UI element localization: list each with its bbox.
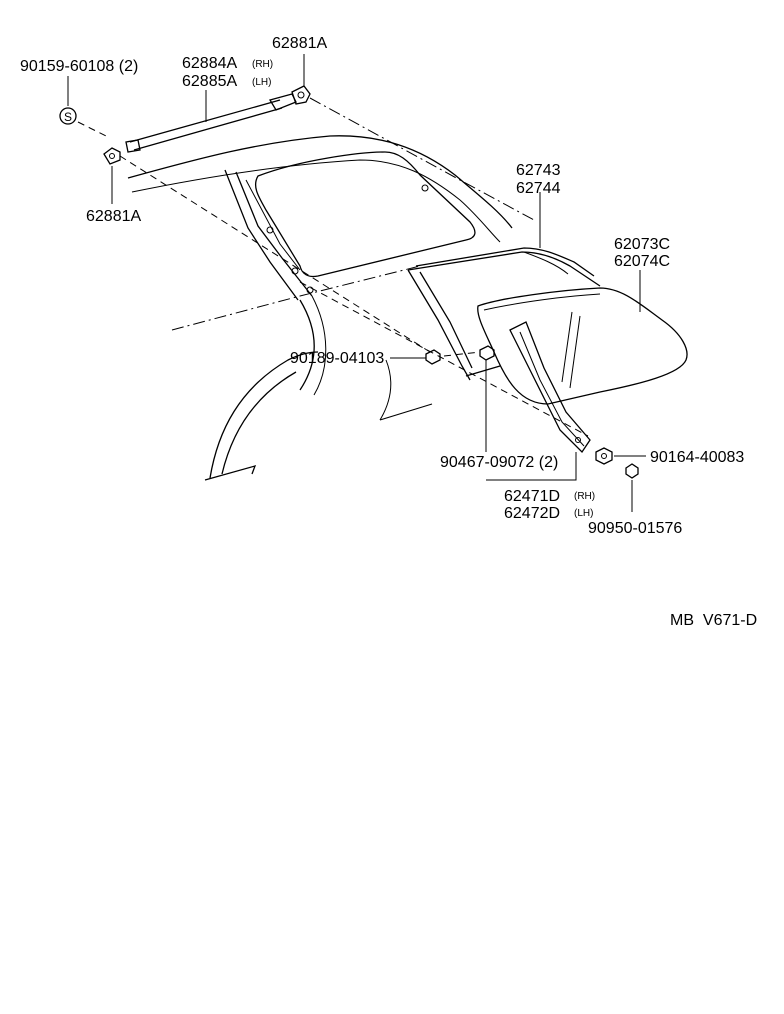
ball-stud-left — [103, 147, 121, 165]
label-62884a: 62884A — [182, 55, 237, 72]
label-90164-40083: 90164-40083 — [650, 449, 744, 466]
screw-s-letter: S — [64, 110, 72, 124]
label-90467-09072: 90467-09072 (2) — [440, 454, 558, 471]
window-weatherstrip — [407, 247, 601, 381]
label-90189-04103: 90189-04103 — [290, 350, 384, 367]
clip-90189 — [425, 349, 441, 365]
label-62744: 62744 — [516, 180, 561, 197]
label-62471d-side: (RH) — [574, 491, 595, 502]
label-62881a-top: 62881A — [272, 35, 327, 52]
ball-stud-top — [291, 85, 311, 105]
car-body-outline — [127, 135, 513, 481]
label-62885a: 62885A — [182, 73, 237, 90]
label-90950-01576: 90950-01576 — [588, 520, 682, 537]
label-62074c: 62074C — [614, 253, 670, 270]
clip-90467 — [479, 345, 495, 361]
label-90159-60108: 90159-60108 (2) — [20, 58, 138, 75]
nut-90950 — [625, 463, 639, 479]
diagram-code: MB V671-D — [670, 612, 757, 629]
assembly-lines — [77, 97, 589, 437]
screw-90164 — [595, 447, 613, 465]
leader-lines — [67, 54, 646, 512]
label-62884a-side: (RH) — [252, 59, 273, 70]
label-62881a-left: 62881A — [86, 208, 141, 225]
quarter-glass — [477, 287, 688, 405]
label-62472d: 62472D — [504, 505, 560, 522]
label-62743: 62743 — [516, 162, 561, 179]
screw-s-symbol: S — [59, 107, 77, 125]
label-62073c: 62073C — [614, 236, 670, 253]
label-62885a-side: (LH) — [252, 77, 271, 88]
pillar-garnish — [509, 321, 591, 454]
labels: 90159-60108 (2) 62884A (RH) 62885A (LH) … — [20, 35, 757, 629]
label-62471d: 62471D — [504, 488, 560, 505]
label-62472d-side: (LH) — [574, 508, 593, 519]
